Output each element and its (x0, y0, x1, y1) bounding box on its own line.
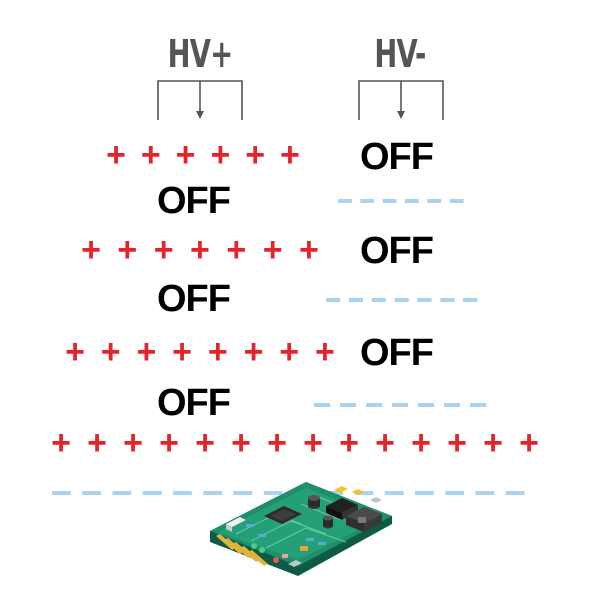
plus-icon: + (136, 333, 157, 371)
minus-dash-icon (427, 199, 442, 203)
minus-dash-icon (405, 199, 419, 203)
plus-row: + + + + + + + (80, 231, 320, 269)
minus-dash-icon (52, 491, 71, 495)
circuit-board-icon (210, 482, 392, 576)
plus-icon: + (279, 333, 300, 371)
minus-dash-icon (394, 298, 409, 302)
minus-dash-icon (382, 199, 397, 203)
minus-dash-icon (392, 403, 409, 407)
plus-icon: + (262, 231, 283, 269)
plus-icon: + (87, 424, 107, 462)
plus-icon: + (51, 424, 71, 462)
minus-dash-icon (340, 403, 357, 407)
minus-dash-icon (505, 491, 525, 495)
minus-dash-icon (142, 491, 162, 495)
minus-dash-icon (263, 491, 283, 495)
minus-dash-icon (417, 298, 432, 302)
plus-icon: + (375, 424, 395, 462)
plus-icon: + (190, 231, 210, 269)
plus-row: + + + + + + (105, 136, 301, 174)
plus-row: + + + + + + + + + + + + + + (50, 424, 540, 462)
plus-icon: + (140, 136, 161, 174)
plus-icon: + (210, 136, 231, 174)
minus-dash-icon (203, 491, 223, 495)
hv-plus-bracket-icon (157, 80, 243, 120)
dash-row (338, 199, 464, 203)
minus-dash-icon (449, 199, 464, 203)
minus-dash-icon (440, 298, 455, 302)
plus-icon: + (411, 424, 431, 462)
plus-icon: + (245, 136, 266, 174)
minus-dash-icon (348, 298, 364, 302)
hv-minus-off-text: OFF (360, 230, 434, 272)
plus-icon: + (243, 333, 264, 371)
plus-icon: + (267, 424, 287, 462)
minus-dash-icon (326, 298, 341, 302)
minus-dash-icon (470, 403, 487, 407)
minus-dash-icon (173, 491, 192, 495)
minus-dash-icon (445, 491, 465, 495)
plus-icon: + (175, 136, 196, 174)
plus-icon: + (172, 333, 193, 371)
plus-icon: + (280, 136, 300, 174)
minus-dash-icon (415, 491, 434, 495)
plus-icon: + (153, 231, 174, 269)
minus-dash-icon (112, 491, 132, 495)
plus-icon: + (447, 424, 467, 462)
plus-icon: + (81, 231, 101, 269)
plus-icon: + (207, 333, 228, 371)
plus-icon: + (314, 333, 335, 371)
minus-dash-icon (338, 199, 352, 203)
dash-row (326, 298, 478, 302)
hv-minus-off-text: OFF (360, 136, 434, 178)
plus-icon: + (483, 424, 503, 462)
plus-icon: + (519, 424, 539, 462)
plus-icon: + (65, 333, 85, 371)
minus-dash-icon (366, 403, 383, 407)
plus-icon: + (231, 424, 251, 462)
hv-plus-off-text: OFF (157, 382, 231, 424)
minus-dash-icon (384, 491, 404, 495)
minus-dash-icon (475, 491, 495, 495)
plus-icon: + (339, 424, 359, 462)
hv-plus-label: HV+ (167, 32, 234, 76)
plus-icon: + (123, 424, 143, 462)
minus-dash-icon (82, 491, 102, 495)
hv-plus-off-text: OFF (157, 278, 231, 320)
minus-dash-icon (418, 403, 435, 407)
plus-icon: + (299, 231, 319, 269)
hv-minus-label: HV- (374, 32, 426, 76)
plus-icon: + (117, 231, 138, 269)
plus-icon: + (100, 333, 121, 371)
hv-minus-off-text: OFF (360, 332, 434, 374)
dash-row (314, 403, 487, 407)
hv-minus-bracket-icon (358, 80, 444, 120)
plus-icon: + (303, 424, 323, 462)
plus-icon: + (159, 424, 179, 462)
minus-dash-icon (371, 298, 386, 302)
plus-icon: + (106, 136, 126, 174)
minus-dash-icon (360, 199, 375, 203)
plus-row: + + + + + + + + (64, 333, 336, 371)
minus-dash-icon (444, 403, 461, 407)
minus-dash-icon (354, 491, 374, 495)
minus-dash-icon (314, 403, 331, 407)
plus-icon: + (195, 424, 215, 462)
plus-icon: + (226, 231, 247, 269)
hv-plus-off-text: OFF (157, 180, 231, 222)
minus-dash-icon (463, 298, 478, 302)
minus-dash-icon (233, 491, 253, 495)
